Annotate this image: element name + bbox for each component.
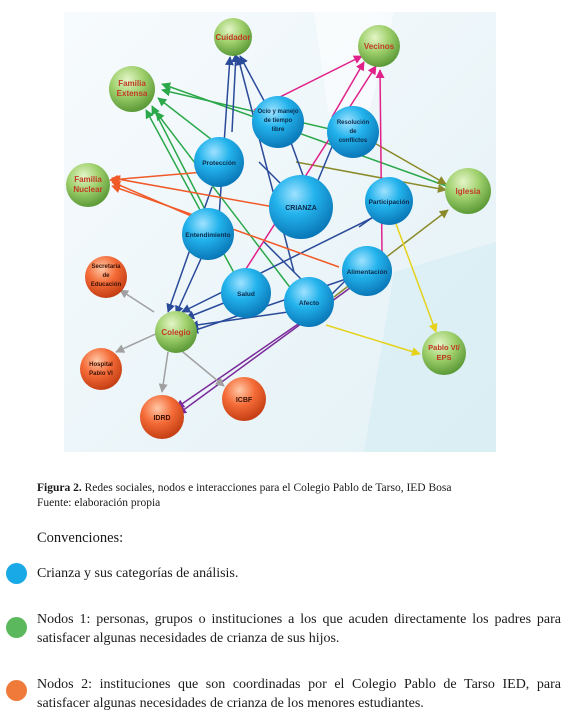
caption-source: Fuente: elaboración propia: [37, 497, 161, 509]
caption-label: Figura 2.: [37, 482, 82, 494]
legend-text-crianza: Crianza y sus categorías de análisis.: [37, 566, 239, 581]
svg-text:Entendimiento: Entendimiento: [185, 232, 230, 239]
node-crianza: CRIANZA: [269, 175, 333, 239]
node-colegio: Colegio: [155, 311, 197, 353]
legend-dot-orange: [6, 680, 27, 701]
node-afecto: Afecto: [284, 277, 334, 327]
node-vecinos: Vecinos: [358, 25, 400, 67]
svg-text:conflictos: conflictos: [339, 138, 368, 144]
svg-text:Colegio: Colegio: [161, 328, 190, 337]
svg-text:de: de: [349, 129, 357, 135]
svg-text:Salud: Salud: [237, 291, 255, 298]
svg-text:de tiempo: de tiempo: [264, 118, 293, 124]
svg-text:Cuidador: Cuidador: [215, 33, 250, 42]
node-ocio: Ocio y manejo de tiempo libre: [252, 96, 304, 148]
node-iglesia: Iglesia: [445, 168, 491, 214]
node-idrd: IDRD: [140, 395, 184, 439]
svg-text:Vecinos: Vecinos: [364, 42, 395, 51]
network-figure: Cuidador Vecinos Familia Extensa Familia…: [64, 12, 496, 452]
svg-text:de: de: [102, 273, 110, 279]
node-familia-nuclear: Familia Nuclear: [66, 163, 110, 207]
figure-caption: Figura 2. Redes sociales, nodos e intera…: [37, 481, 557, 511]
svg-text:Nuclear: Nuclear: [73, 185, 102, 194]
svg-text:CRIANZA: CRIANZA: [285, 205, 317, 212]
svg-text:Hospital: Hospital: [89, 362, 113, 368]
svg-text:Ocio y manejo: Ocio y manejo: [257, 109, 298, 115]
svg-text:Familia: Familia: [118, 79, 146, 88]
svg-text:Alimentación: Alimentación: [347, 269, 388, 276]
conventions-title: Convenciones:: [37, 530, 124, 546]
node-participacion: Participación: [365, 177, 413, 225]
svg-text:Resolución: Resolución: [337, 120, 370, 126]
svg-text:Educación: Educación: [91, 282, 122, 288]
svg-text:Participación: Participación: [369, 199, 410, 206]
legend-text-nodos-1: Nodos 1: personas, grupos o institucione…: [37, 612, 561, 646]
svg-text:Familia: Familia: [74, 175, 102, 184]
node-entendimiento: Entendimiento: [182, 208, 234, 260]
svg-text:Extensa: Extensa: [117, 89, 148, 98]
caption-text: Redes sociales, nodos e interacciones pa…: [81, 482, 452, 494]
svg-text:ICBF: ICBF: [236, 397, 253, 404]
node-pablo-eps: Pablo VI/ EPS: [422, 331, 466, 375]
legend-text-nodos-2: Nodos 2: instituciones que son coordinad…: [37, 677, 561, 711]
svg-text:Pablo VI/: Pablo VI/: [428, 343, 461, 352]
svg-text:Pablo VI: Pablo VI: [89, 371, 113, 377]
node-icbf: ICBF: [222, 377, 266, 421]
svg-text:IDRD: IDRD: [153, 415, 170, 422]
legend-dot-blue: [6, 563, 27, 584]
node-secretaria: Secretaría de Educación: [85, 256, 127, 298]
node-resolucion: Resolución de conflictos: [327, 106, 379, 158]
svg-text:Secretaría: Secretaría: [91, 264, 121, 270]
svg-text:Iglesia: Iglesia: [456, 187, 481, 196]
node-cuidador: Cuidador: [214, 18, 252, 56]
svg-text:libre: libre: [272, 127, 285, 133]
node-hospital: Hospital Pablo VI: [80, 348, 122, 390]
legend-dot-green: [6, 617, 27, 638]
node-proteccion: Protección: [194, 137, 244, 187]
svg-text:Protección: Protección: [202, 160, 236, 167]
node-salud: Salud: [221, 268, 271, 318]
node-familia-extensa: Familia Extensa: [109, 66, 155, 112]
node-alimentacion: Alimentación: [342, 246, 392, 296]
svg-text:Afecto: Afecto: [299, 300, 319, 307]
svg-text:EPS: EPS: [436, 353, 451, 362]
